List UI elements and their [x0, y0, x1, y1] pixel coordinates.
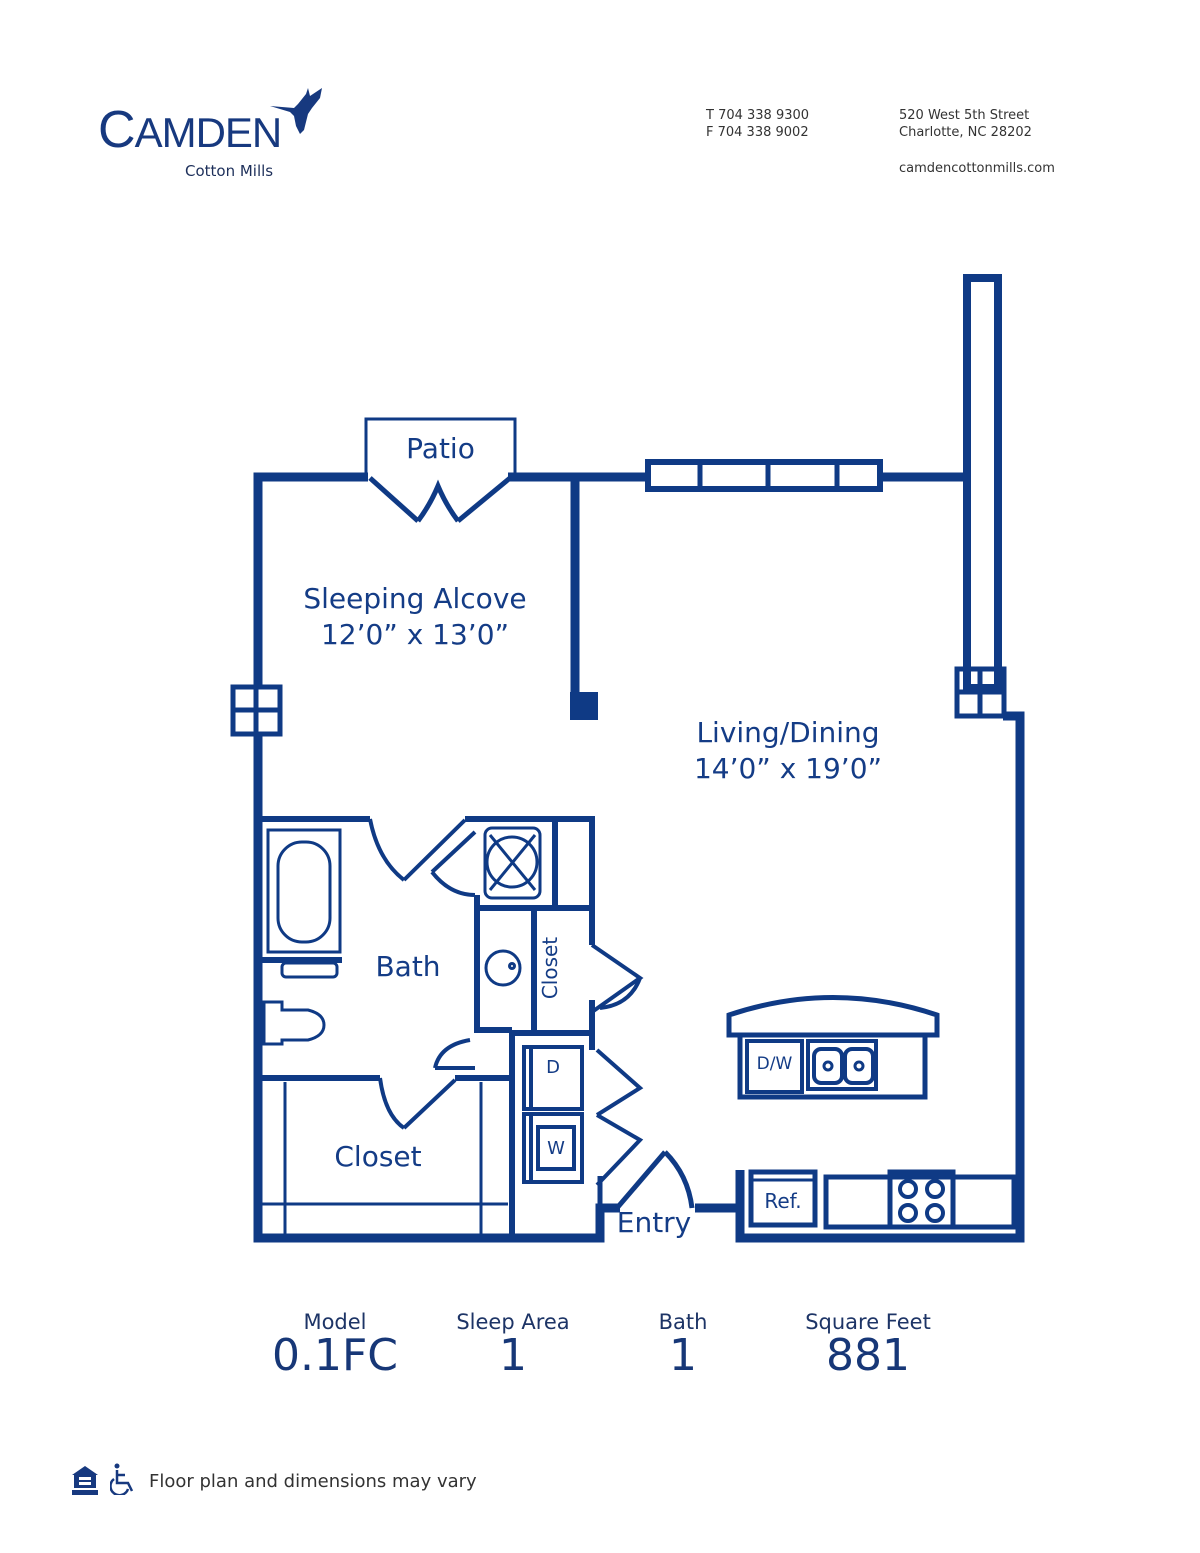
room-label-bath: Bath	[375, 950, 441, 983]
room-dims-living-dining: 14’0” x 19’0”	[693, 752, 883, 785]
toilet	[262, 1000, 326, 1046]
room-label-small-closet: Closet	[538, 936, 562, 1000]
column-right	[963, 274, 1002, 692]
stat-bath: Bath 1	[658, 1310, 708, 1381]
patio-door	[368, 476, 512, 523]
equal-housing-icon	[72, 1466, 98, 1495]
kitchen-island	[726, 995, 940, 1100]
stat-sleep-area: Sleep Area 1	[456, 1310, 570, 1381]
patio-outline	[364, 417, 517, 477]
bath-walls	[258, 816, 595, 1238]
website-link[interactable]: camdencottonmills.com	[899, 161, 1055, 176]
washer-label: W	[547, 1138, 565, 1159]
closet-shelves	[262, 1082, 508, 1234]
room-label-closet: Closet	[334, 1140, 422, 1173]
bathtub	[266, 828, 342, 954]
logo-initial: C	[98, 101, 136, 159]
brand-logo-wordmark: CAMDEN	[98, 101, 283, 159]
window-top	[645, 459, 883, 492]
wheelchair-accessible-icon	[110, 1463, 134, 1495]
stat-square-feet: Square Feet 881	[805, 1310, 931, 1381]
address-line-2: Charlotte, NC 28202	[899, 125, 1032, 140]
community-name: Cotton Mills	[185, 162, 274, 180]
unit-stats: Model 0.1FC Sleep Area 1 Bath 1 Square F…	[250, 1310, 970, 1390]
room-label-patio: Patio	[406, 432, 475, 465]
logo-rest: AMDEN	[134, 109, 283, 156]
room-label-sleeping-alcove: Sleeping Alcove	[303, 582, 527, 615]
contact-phones: T 704 338 9300 F 704 338 9002	[706, 107, 809, 141]
fax-number: F 704 338 9002	[706, 125, 809, 140]
room-label-entry: Entry	[616, 1206, 692, 1239]
water-heater	[483, 826, 542, 900]
laundry-appliances	[522, 1045, 584, 1184]
address-line-1: 520 West 5th Street	[899, 108, 1030, 123]
dryer-label: D	[546, 1057, 560, 1078]
kitchen-counter	[748, 1169, 1017, 1230]
stat-model: Model 0.1FC	[271, 1310, 398, 1381]
bath-sink	[484, 949, 522, 987]
window-right	[954, 666, 1007, 719]
room-dims-sleeping-alcove: 12’0” x 13’0”	[320, 618, 510, 651]
window-left	[230, 684, 283, 737]
refrigerator-label: Ref.	[764, 1189, 802, 1213]
phone-number: T 704 338 9300	[706, 108, 810, 123]
hummingbird-icon	[270, 88, 322, 134]
dishwasher-label: D/W	[756, 1054, 793, 1074]
room-label-living-dining: Living/Dining	[696, 716, 880, 749]
contact-address: 520 West 5th Street Charlotte, NC 28202	[899, 107, 1032, 141]
disclaimer-text: Floor plan and dimensions may vary	[149, 1471, 477, 1492]
